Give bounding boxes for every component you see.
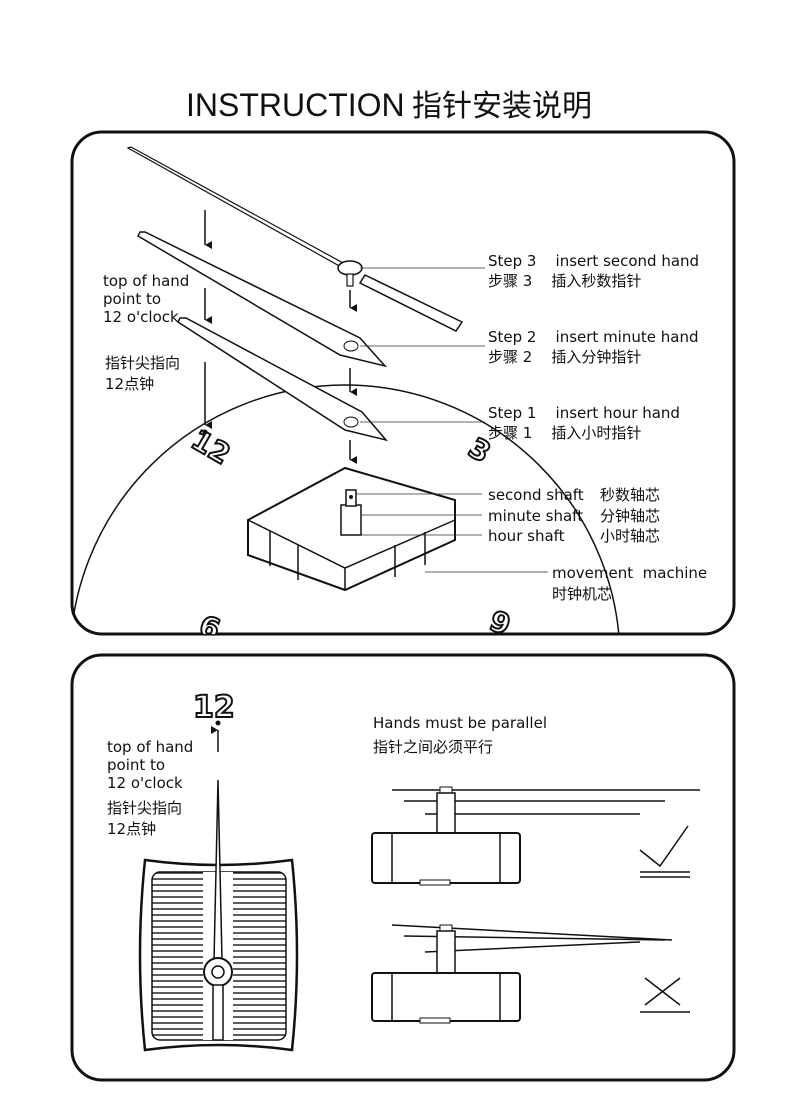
step-labels: Step 3 insert second hand 步骤 3 插入秒数指针 St…: [488, 252, 699, 442]
cross-icon: [640, 977, 690, 1013]
page-title: INSTRUCTION 指针安装说明: [186, 87, 592, 123]
assembly-arrows: [202, 210, 357, 464]
panel-alignment: 12 top of hand point to 12 o'clock 指针尖指向…: [70, 653, 736, 1082]
panel-frame: [70, 130, 736, 636]
title-english: INSTRUCTION: [186, 87, 405, 123]
step-3-label-zh: 步骤 3 插入秒数指针: [488, 272, 641, 290]
second-shaft-label: second shaft: [488, 486, 584, 504]
shaft-labels: second shaft 秒数轴芯 minute shaft 分钟轴芯 hour…: [488, 486, 707, 603]
note-line-zh: 12点钟: [107, 820, 156, 838]
note-line: point to: [103, 290, 161, 308]
top-of-hand-note: top of hand point to 12 o'clock 指针尖指向 12…: [107, 738, 193, 838]
note-line-zh: 指针尖指向: [107, 799, 182, 817]
twelve-mark: 12: [193, 690, 235, 725]
minute-shaft-label: minute shaft: [488, 507, 583, 525]
minute-shaft-label-zh: 分钟轴芯: [600, 507, 660, 525]
movement-label-zh: 时钟机芯: [552, 585, 612, 603]
leader-lines: [356, 267, 548, 573]
movement-label: movement machine: [552, 564, 707, 582]
step-1-label-zh: 步骤 1 插入小时指针: [488, 424, 641, 442]
panel-installation-steps: 12 3 9 6: [70, 130, 736, 636]
note-line: 12 o'clock: [103, 308, 179, 326]
note-line: 12 o'clock: [107, 774, 183, 792]
second-shaft-label-zh: 秒数轴芯: [600, 486, 660, 504]
step-3-label: Step 3 insert second hand: [488, 252, 699, 270]
note-line-zh: 指针尖指向: [105, 354, 180, 372]
parallel-note: Hands must be parallel: [373, 714, 547, 732]
minute-hand: [137, 231, 388, 368]
step-2-label-zh: 步骤 2 插入分钟指针: [488, 348, 641, 366]
note-line: point to: [107, 756, 165, 774]
title-chinese: 指针安装说明: [412, 90, 592, 123]
checkmark-icon: [639, 825, 689, 868]
hour-shaft-label-zh: 小时轴芯: [600, 527, 660, 545]
parallel-note-zh: 指针之间必须平行: [373, 738, 493, 756]
note-line: top of hand: [103, 272, 189, 290]
movement-machine: [247, 466, 456, 592]
hour-shaft-label: hour shaft: [488, 527, 565, 545]
top-of-hand-note: top of hand point to 12 o'clock 指针尖指向 12…: [103, 272, 189, 393]
hour-hand: [177, 317, 389, 442]
step-2-label: Step 2 insert minute hand: [488, 328, 698, 346]
step-1-label: Step 1 insert hour hand: [488, 404, 680, 422]
correct-side-view: [371, 786, 700, 886]
note-line: top of hand: [107, 738, 193, 756]
movement-front-view: [138, 779, 299, 1052]
second-hand: [126, 146, 464, 332]
note-line-zh: 12点钟: [105, 375, 154, 393]
incorrect-side-view: [371, 924, 690, 1024]
